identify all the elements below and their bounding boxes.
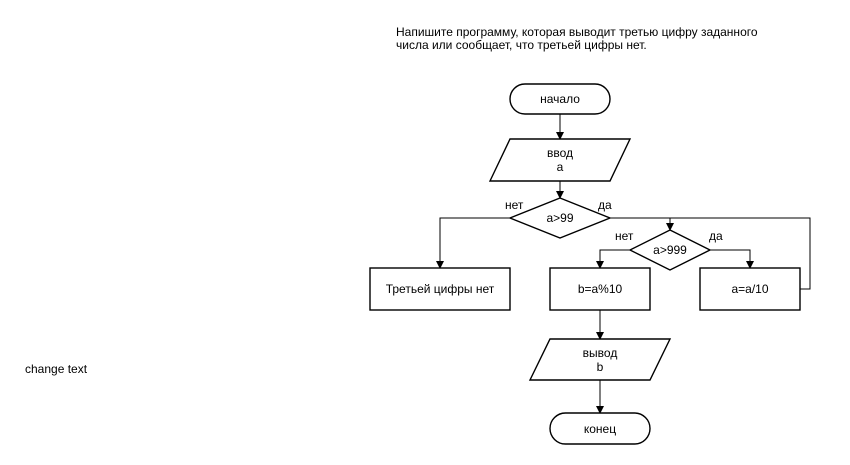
input-variable: a	[557, 160, 564, 174]
decision-a-gt-999[interactable]: a>999	[628, 229, 712, 271]
no-third-digit-label: Третьей цифры нет	[386, 282, 495, 296]
decision-a-gt-99-label: a>99	[546, 211, 573, 225]
task-description: Напишите программу, которая выводит трет…	[396, 25, 758, 52]
divide-a-label: a=a/10	[731, 282, 768, 296]
calc-b-node[interactable]: b=a%10	[549, 267, 651, 311]
edge-cond1-yes	[610, 217, 811, 290]
cond1-yes-label: да	[598, 198, 612, 212]
edge-cond2-no	[596, 249, 630, 269]
end-node[interactable]: конец	[549, 412, 651, 445]
cond1-no-label: нет	[505, 198, 524, 212]
divide-a-node[interactable]: a=a/10	[699, 267, 801, 311]
decision-a-gt-99[interactable]: a>99	[508, 197, 612, 239]
change-text-label[interactable]: change text	[25, 362, 88, 376]
start-label: начало	[540, 92, 580, 106]
output-node[interactable]: вывод b	[528, 338, 672, 381]
input-node[interactable]: ввод a	[488, 138, 632, 182]
input-label: ввод	[547, 146, 573, 160]
end-label: конец	[584, 422, 616, 436]
output-variable: b	[597, 360, 604, 374]
edge-cond2-yes	[710, 249, 754, 269]
output-label: вывод	[583, 346, 618, 360]
calc-b-label: b=a%10	[578, 282, 623, 296]
start-node[interactable]: начало	[509, 83, 611, 115]
cond2-yes-label: да	[709, 229, 723, 243]
cond2-no-label: нет	[615, 229, 634, 243]
decision-a-gt-999-label: a>999	[653, 243, 687, 257]
no-third-digit-node[interactable]: Третьей цифры нет	[369, 267, 511, 311]
edge-cond1-no	[436, 217, 510, 269]
